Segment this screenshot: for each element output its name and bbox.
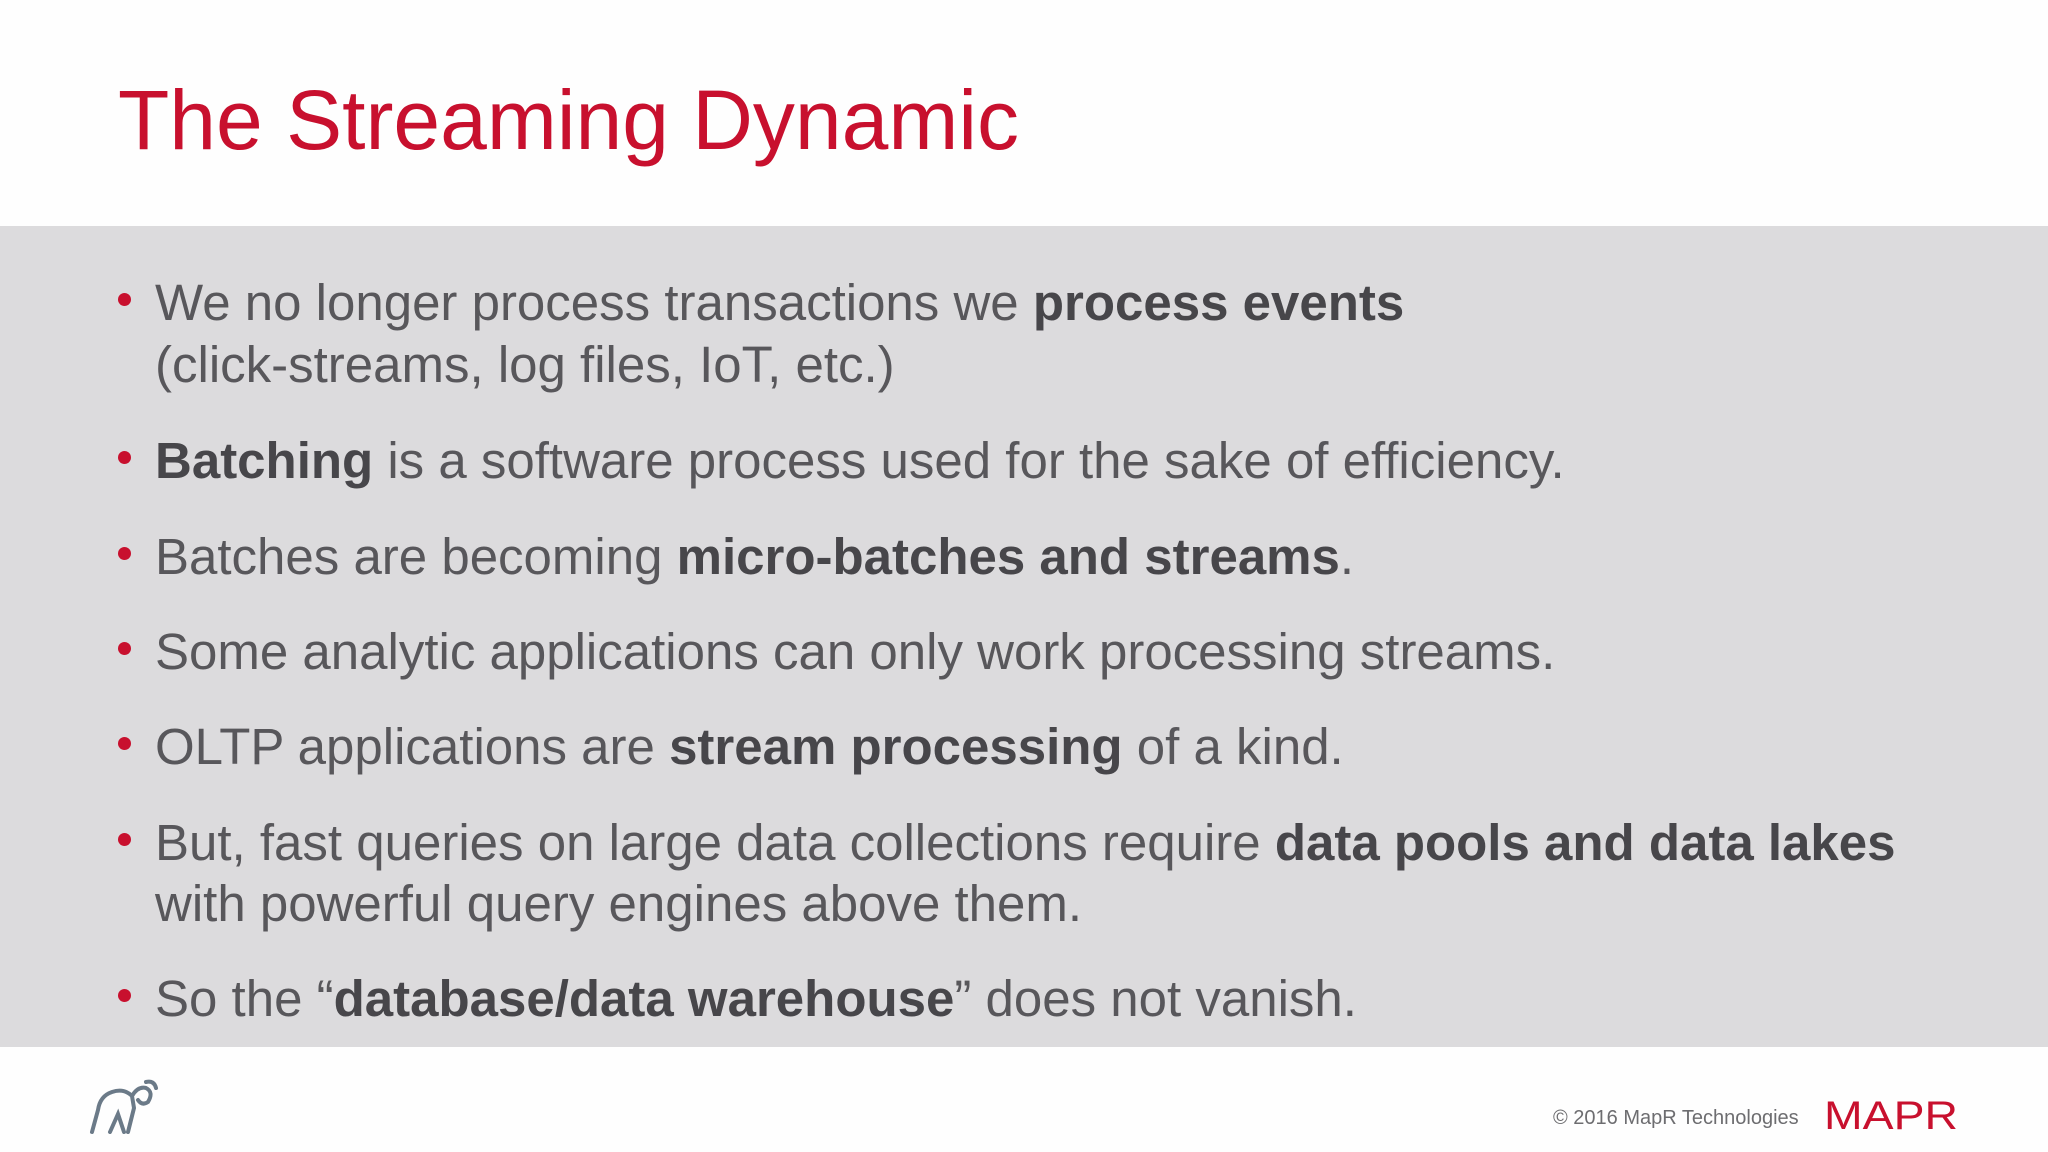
bullet-text: with powerful query engines above them. (155, 878, 1082, 929)
bullet-dot (118, 737, 131, 750)
content-band (0, 226, 2048, 1047)
text: OLTP applications are (155, 718, 670, 775)
bullet-dot (118, 642, 131, 655)
bullet-text: Some analytic applications can only work… (155, 626, 1555, 677)
text: (click-streams, log files, IoT, etc.) (155, 336, 895, 393)
bullet-dot (118, 833, 131, 846)
bullet-text: So the “database/data warehouse” does no… (155, 973, 1357, 1024)
bullet-text: (click-streams, log files, IoT, etc.) (155, 339, 895, 390)
bullet-text: OLTP applications are stream processing … (155, 721, 1344, 772)
bullet-text: Batching is a software process used for … (155, 435, 1565, 486)
bold-text: database/data warehouse (333, 970, 955, 1027)
bullet-text: Batches are becoming micro-batches and s… (155, 531, 1354, 582)
slide-title: The Streaming Dynamic (118, 73, 1019, 167)
text: of a kind. (1122, 718, 1344, 775)
bullet-text: We no longer process transactions we pro… (155, 277, 1404, 328)
text: ” does not vanish. (954, 970, 1357, 1027)
elephant-logo-icon (90, 1079, 158, 1134)
bold-text: micro-batches and streams (676, 528, 1340, 585)
bullet-dot (118, 989, 131, 1002)
bullet-dot (118, 293, 131, 306)
text: with powerful query engines above them. (155, 875, 1083, 932)
text: . (1339, 528, 1355, 585)
bold-text: process events (1032, 274, 1405, 331)
bold-text: data pools and data lakes (1274, 814, 1896, 871)
text: We no longer process transactions we (155, 274, 1033, 331)
text: is a software process used for the sake … (373, 432, 1565, 489)
svg-text:MAPR: MAPR (1824, 1096, 1958, 1132)
bullet-dot (118, 547, 131, 560)
text: Batches are becoming (155, 528, 677, 585)
copyright-text: © 2016 MapR Technologies (1553, 1107, 1799, 1129)
bullet-dot (118, 451, 131, 464)
text: So the “ (155, 970, 334, 1027)
mapr-logo: MAPR (1824, 1096, 1958, 1132)
bold-text: stream processing (669, 718, 1123, 775)
bullet-text: But, fast queries on large data collecti… (155, 817, 1896, 868)
text: Some analytic applications can only work… (155, 623, 1556, 680)
text: But, fast queries on large data collecti… (155, 814, 1275, 871)
bold-text: Batching (155, 432, 374, 489)
